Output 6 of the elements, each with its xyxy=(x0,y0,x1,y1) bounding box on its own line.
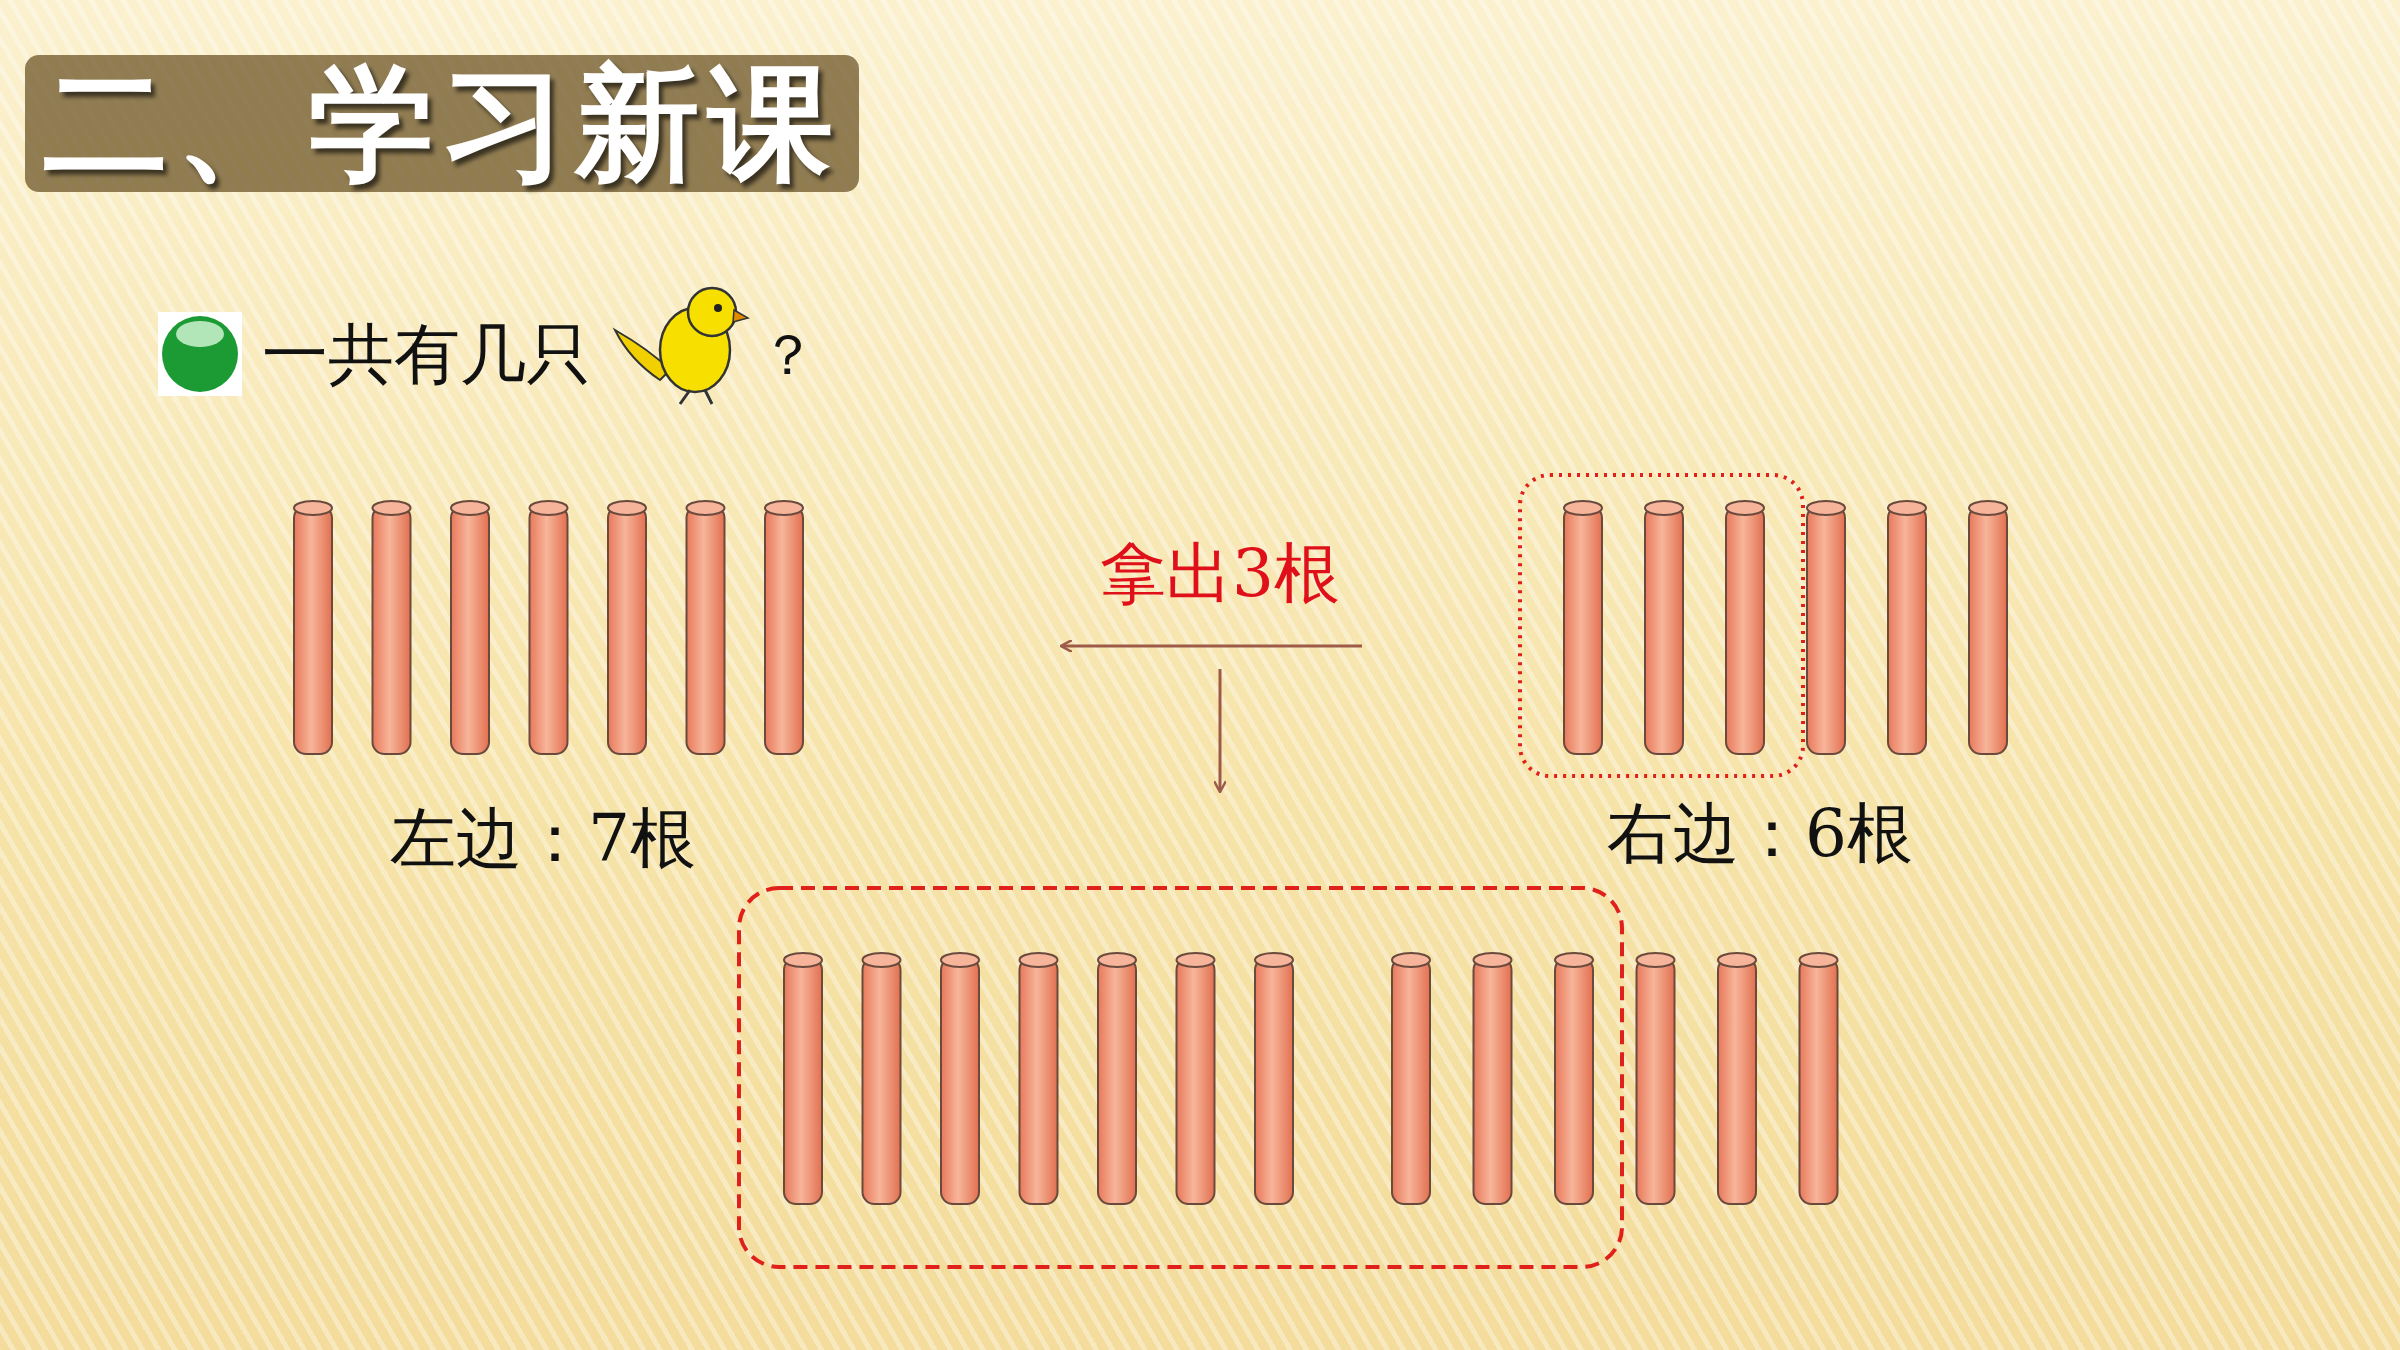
count-label: 左边：7根 xyxy=(390,806,696,872)
count-label: 右边：6根 xyxy=(1607,801,1913,867)
question-mark: ？ xyxy=(760,327,816,383)
instruction-text: 拿出3根 xyxy=(1100,541,1340,607)
question-text: 一共有几只 xyxy=(262,322,592,388)
slide-title: 二、学习新课 xyxy=(25,55,859,192)
